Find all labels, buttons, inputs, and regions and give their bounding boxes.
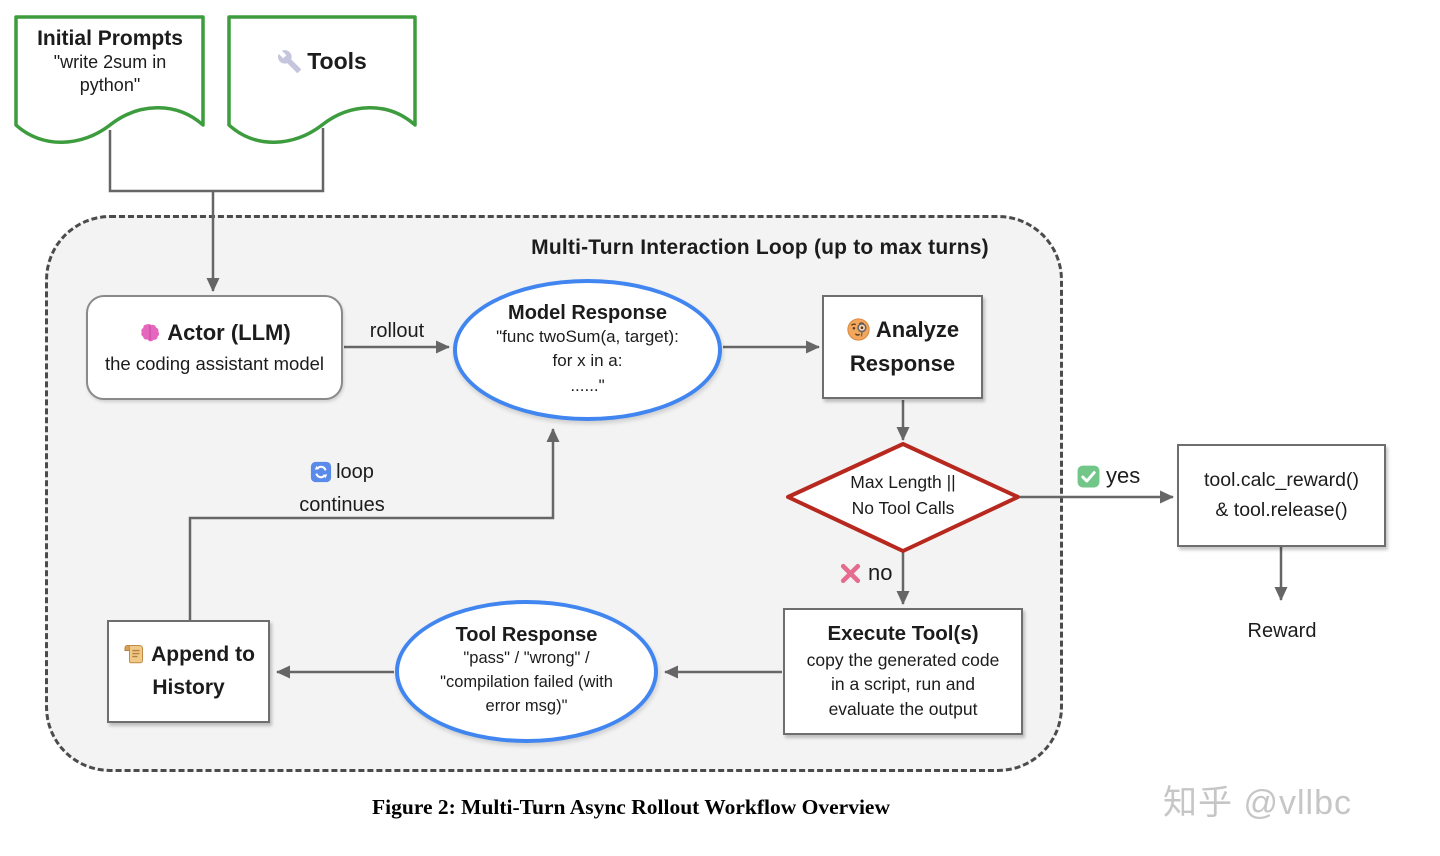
yes-label-text: yes — [1106, 463, 1141, 488]
wrench-icon — [277, 49, 302, 80]
analyze-response-node: Analyze Response — [822, 295, 983, 399]
decision-text: No Tool Calls — [851, 498, 955, 519]
figure-caption: Figure 2: Multi-Turn Async Rollout Workf… — [372, 795, 890, 819]
monocle-face-icon — [846, 317, 871, 350]
initial-prompts-node: Initial Prompts "write 2sum in python" — [24, 27, 196, 96]
tool-response-node: Tool Response "pass" / "wrong" / "compil… — [395, 600, 658, 743]
calc-reward-text: & tool.release() — [1215, 498, 1348, 521]
no-edge-label: no — [838, 560, 892, 586]
model-response-title: Model Response — [508, 301, 667, 324]
tools-node: Tools — [236, 48, 408, 80]
decision-node: Max Length || No Tool Calls — [803, 469, 1003, 522]
execute-tools-text: in a script, run and — [831, 674, 975, 695]
append-history-node: Append to History — [107, 620, 270, 723]
model-response-text: "func twoSum(a, target): — [496, 326, 679, 346]
loop-icon — [310, 461, 332, 491]
model-response-text: ......" — [570, 375, 605, 395]
tool-response-text: "pass" / "wrong" / — [463, 649, 590, 668]
initial-prompts-text: python" — [79, 74, 141, 95]
loop-container-title: Multi-Turn Interaction Loop (up to max t… — [531, 236, 989, 259]
initial-prompts-text: "write 2sum in — [53, 52, 167, 72]
execute-tools-text: evaluate the output — [828, 698, 978, 719]
check-icon — [1076, 464, 1101, 489]
append-history-label: Append to History — [151, 642, 255, 699]
no-label-text: no — [868, 560, 893, 585]
loop-continues-edge-label: loop continues — [286, 458, 398, 519]
tool-response-text: error msg)" — [485, 696, 568, 715]
calc-reward-node: tool.calc_reward() & tool.release() — [1177, 444, 1386, 547]
model-response-node: Model Response "func twoSum(a, target): … — [453, 279, 722, 421]
cross-icon — [838, 561, 863, 586]
execute-tools-text: copy the generated code — [806, 649, 1000, 670]
reward-label: Reward — [1247, 620, 1317, 642]
analyze-response-label: Analyze Response — [849, 316, 960, 376]
tool-response-text: "compilation failed (with — [440, 673, 613, 692]
execute-tools-title: Execute Tool(s) — [827, 621, 979, 645]
scroll-icon — [122, 642, 146, 674]
edge-docs-merge — [108, 128, 325, 193]
execute-tools-node: Execute Tool(s) copy the generated code … — [783, 608, 1023, 735]
watermark: 知乎 @vllbc — [1163, 784, 1352, 822]
model-response-text: for x in a: — [552, 351, 623, 371]
actor-subtitle: the coding assistant model — [104, 353, 325, 374]
decision-text: Max Length || — [850, 472, 956, 492]
actor-node: Actor (LLM) the coding assistant model — [86, 295, 343, 400]
calc-reward-text: tool.calc_reward() — [1204, 469, 1359, 492]
tool-response-title: Tool Response — [455, 624, 598, 647]
yes-edge-label: yes — [1076, 463, 1140, 489]
tools-label: Tools — [307, 48, 367, 74]
actor-title: Actor (LLM) — [167, 320, 291, 345]
rollout-edge-label: rollout — [369, 320, 425, 342]
brain-icon — [138, 321, 162, 350]
initial-prompts-title: Initial Prompts — [37, 27, 183, 50]
